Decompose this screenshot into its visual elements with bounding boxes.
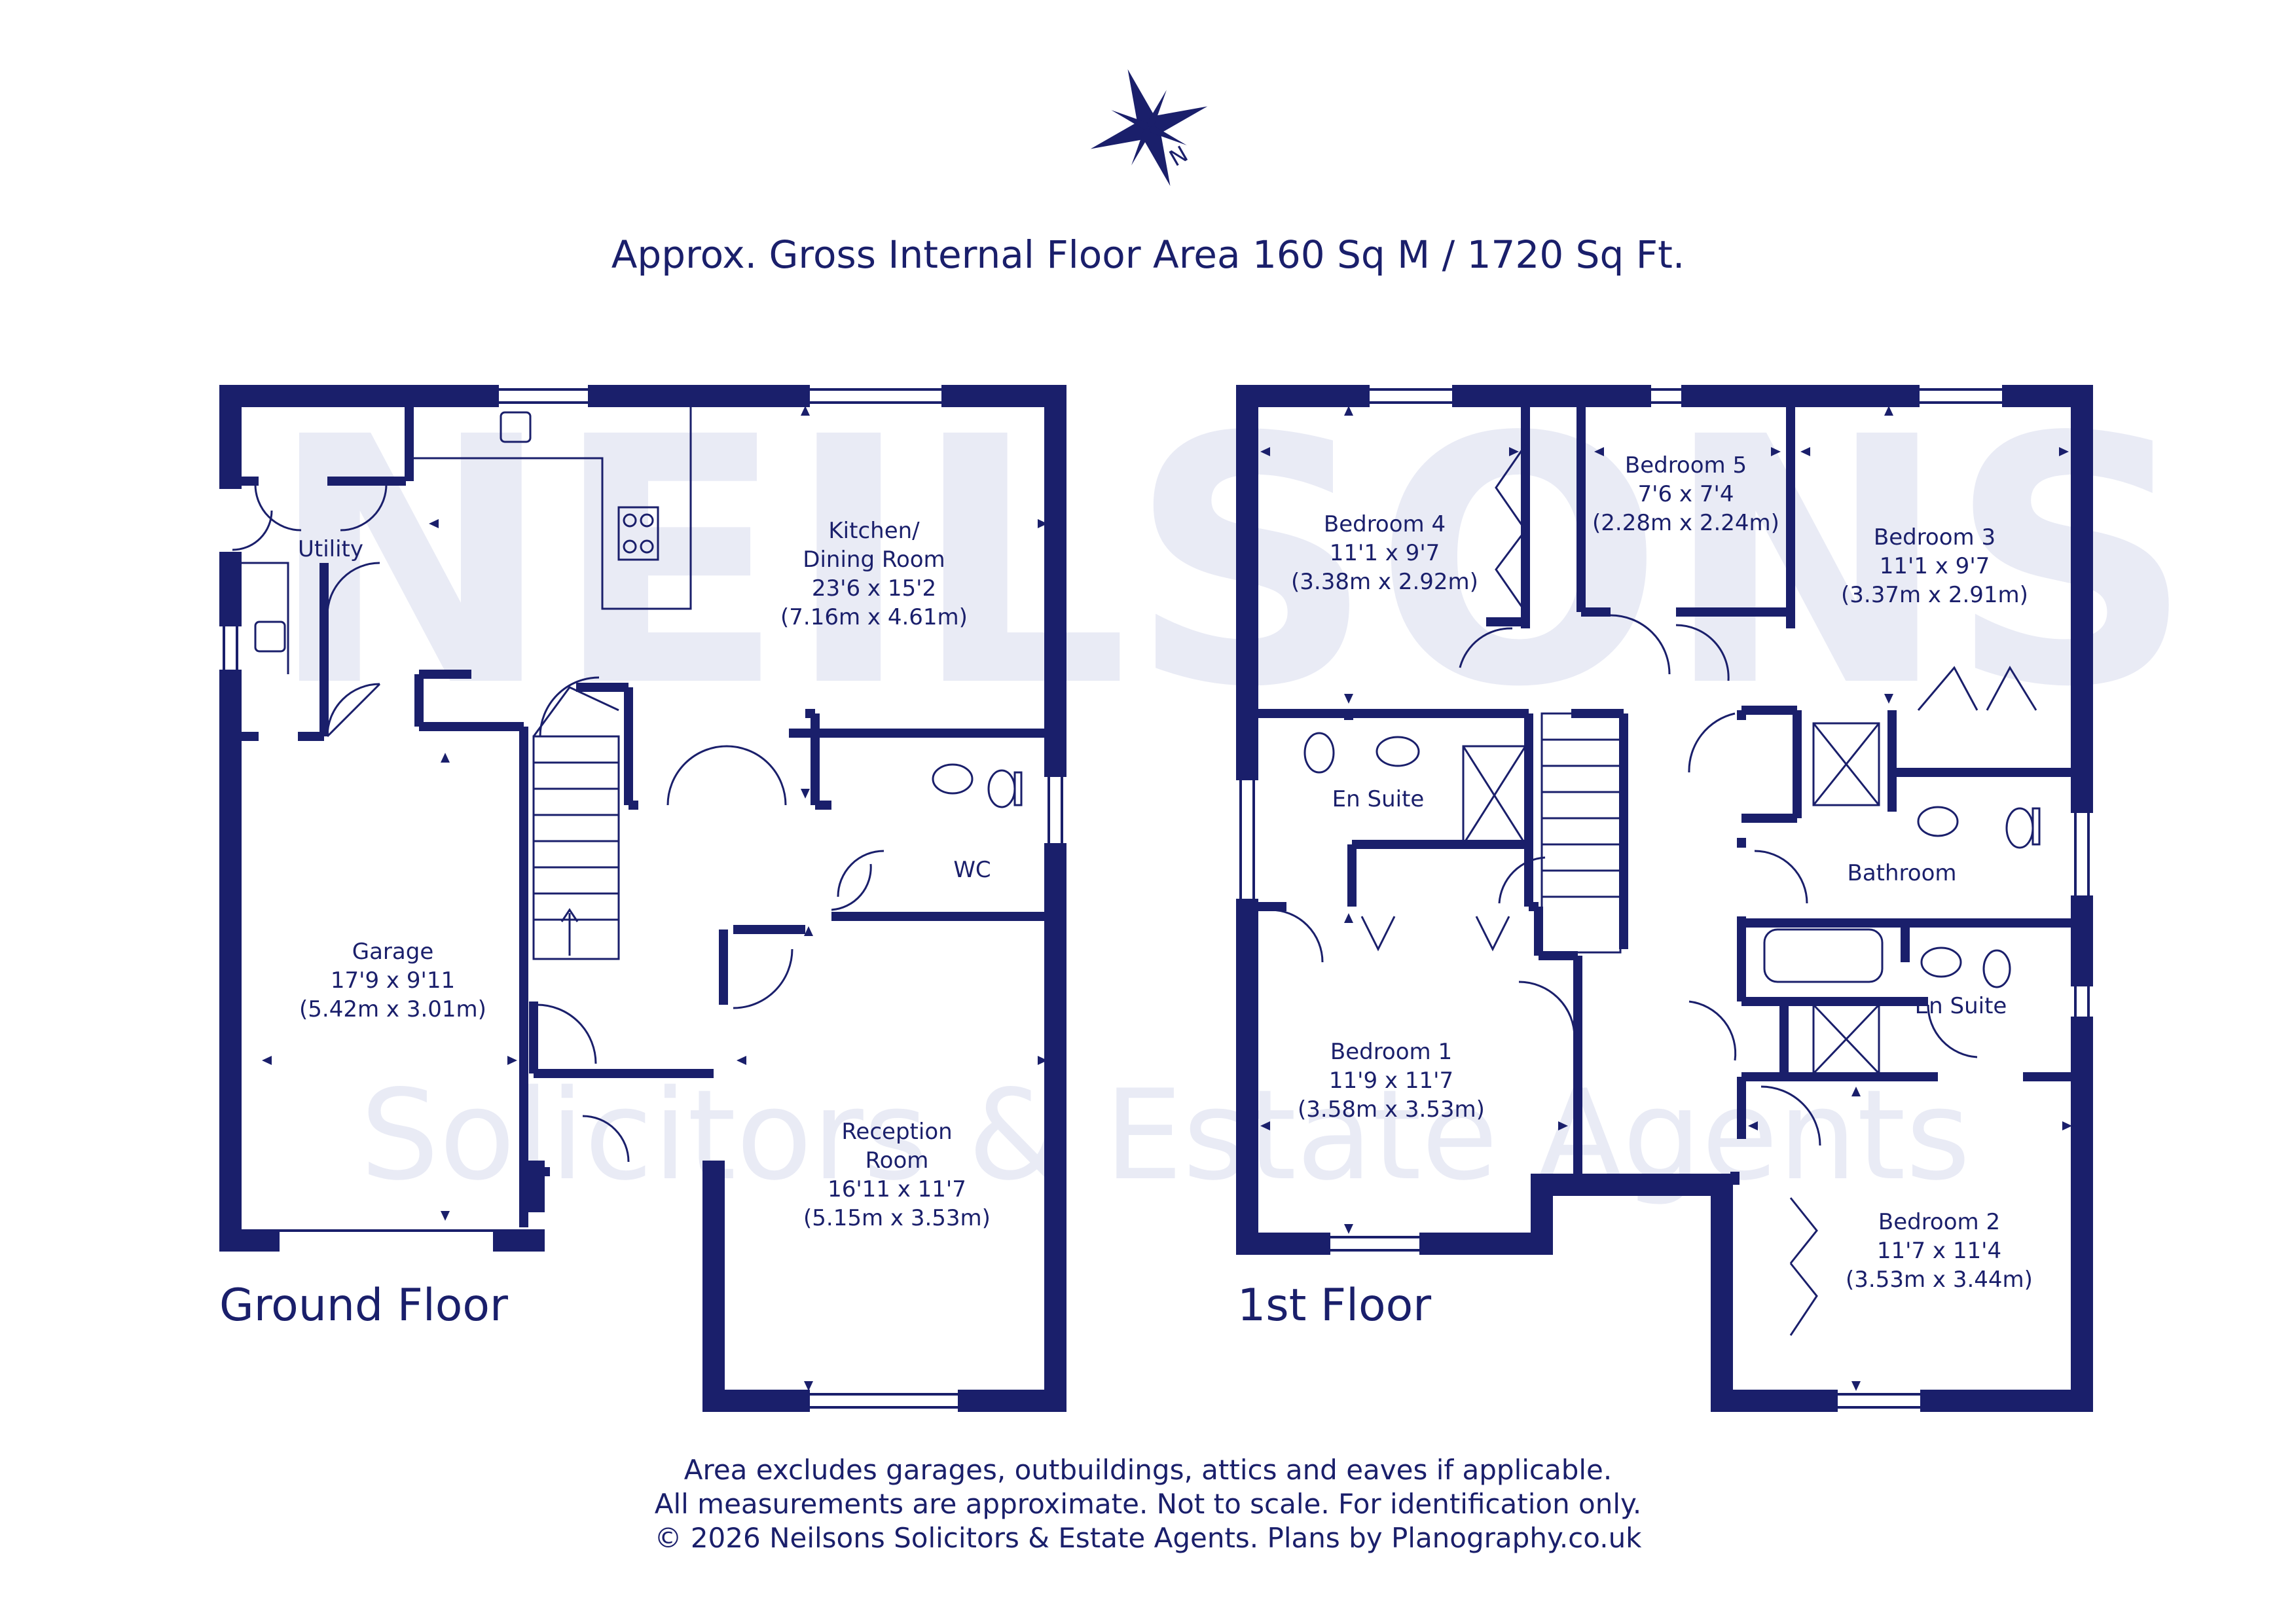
wc-label: WC <box>953 857 991 883</box>
footer-notes: Area excludes garages, outbuildings, att… <box>0 1453 2296 1555</box>
reception-label-2: Room <box>866 1147 929 1174</box>
garage-metric: (5.42m x 3.01m) <box>299 996 486 1022</box>
floor-area-title: Approx. Gross Internal Floor Area 160 Sq… <box>611 232 1685 277</box>
ensuite1-label: En Suite <box>1332 786 1425 812</box>
bedroom2-label: Bedroom 2 <box>1878 1209 2000 1235</box>
bedroom1-imperial: 11'9 x 11'7 <box>1329 1068 1453 1094</box>
watermark-brand: NEILSONS <box>268 365 2194 761</box>
garage-imperial: 17'9 x 9'11 <box>331 967 455 994</box>
bedroom5-metric: (2.28m x 2.24m) <box>1592 510 1779 536</box>
bedroom3-label: Bedroom 3 <box>1874 524 1995 550</box>
bedroom4-imperial: 11'1 x 9'7 <box>1330 540 1440 566</box>
reception-imperial: 16'11 x 11'7 <box>828 1176 966 1202</box>
bedroom5-imperial: 7'6 x 7'4 <box>1638 481 1734 507</box>
ground-floor-labels: Utility Kitchen/ Dining Room 23'6 x 15'2… <box>298 518 991 1231</box>
compass-icon <box>1090 69 1208 187</box>
kitchen-imperial: 23'6 x 15'2 <box>812 575 936 602</box>
utility-label: Utility <box>298 536 363 562</box>
footer-line-2: All measurements are approximate. Not to… <box>654 1488 1642 1520</box>
watermark: NEILSONS Solicitors & Estate Agents <box>268 365 2194 1208</box>
garage-label: Garage <box>352 939 434 965</box>
compass-north-label: N <box>1165 141 1193 171</box>
kitchen-metric: (7.16m x 4.61m) <box>780 604 968 630</box>
bedroom2-imperial: 11'7 x 11'4 <box>1877 1238 2001 1264</box>
bedroom4-metric: (3.38m x 2.92m) <box>1291 569 1478 595</box>
bedroom1-label: Bedroom 1 <box>1330 1039 1452 1065</box>
first-floor-plan <box>1236 385 2093 1412</box>
bedroom1-metric: (3.58m x 3.53m) <box>1298 1096 1485 1123</box>
kitchen-label-2: Dining Room <box>803 547 945 573</box>
reception-label-1: Reception <box>841 1119 952 1145</box>
bedroom5-label: Bedroom 5 <box>1625 452 1747 478</box>
bathroom-label: Bathroom <box>1848 860 1957 886</box>
kitchen-label-1: Kitchen/ <box>828 518 920 544</box>
bedroom2-metric: (3.53m x 3.44m) <box>1846 1267 2033 1293</box>
ground-floor-plan <box>219 385 1066 1412</box>
bedroom3-metric: (3.37m x 2.91m) <box>1841 582 2028 608</box>
ensuite2-label: En Suite <box>1915 993 2007 1019</box>
bedroom4-label: Bedroom 4 <box>1324 511 1446 537</box>
first-floor-label: 1st Floor <box>1237 1280 1432 1331</box>
footer-line-1: Area excludes garages, outbuildings, att… <box>683 1454 1613 1486</box>
reception-metric: (5.15m x 3.53m) <box>803 1205 991 1231</box>
footer-line-3: © 2026 Neilsons Solicitors & Estate Agen… <box>654 1522 1642 1554</box>
first-floor-labels: Bedroom 4 11'1 x 9'7 (3.38m x 2.92m) Bed… <box>1291 452 2033 1293</box>
bedroom3-imperial: 11'1 x 9'7 <box>1880 553 1990 579</box>
ground-floor-label: Ground Floor <box>219 1280 508 1331</box>
